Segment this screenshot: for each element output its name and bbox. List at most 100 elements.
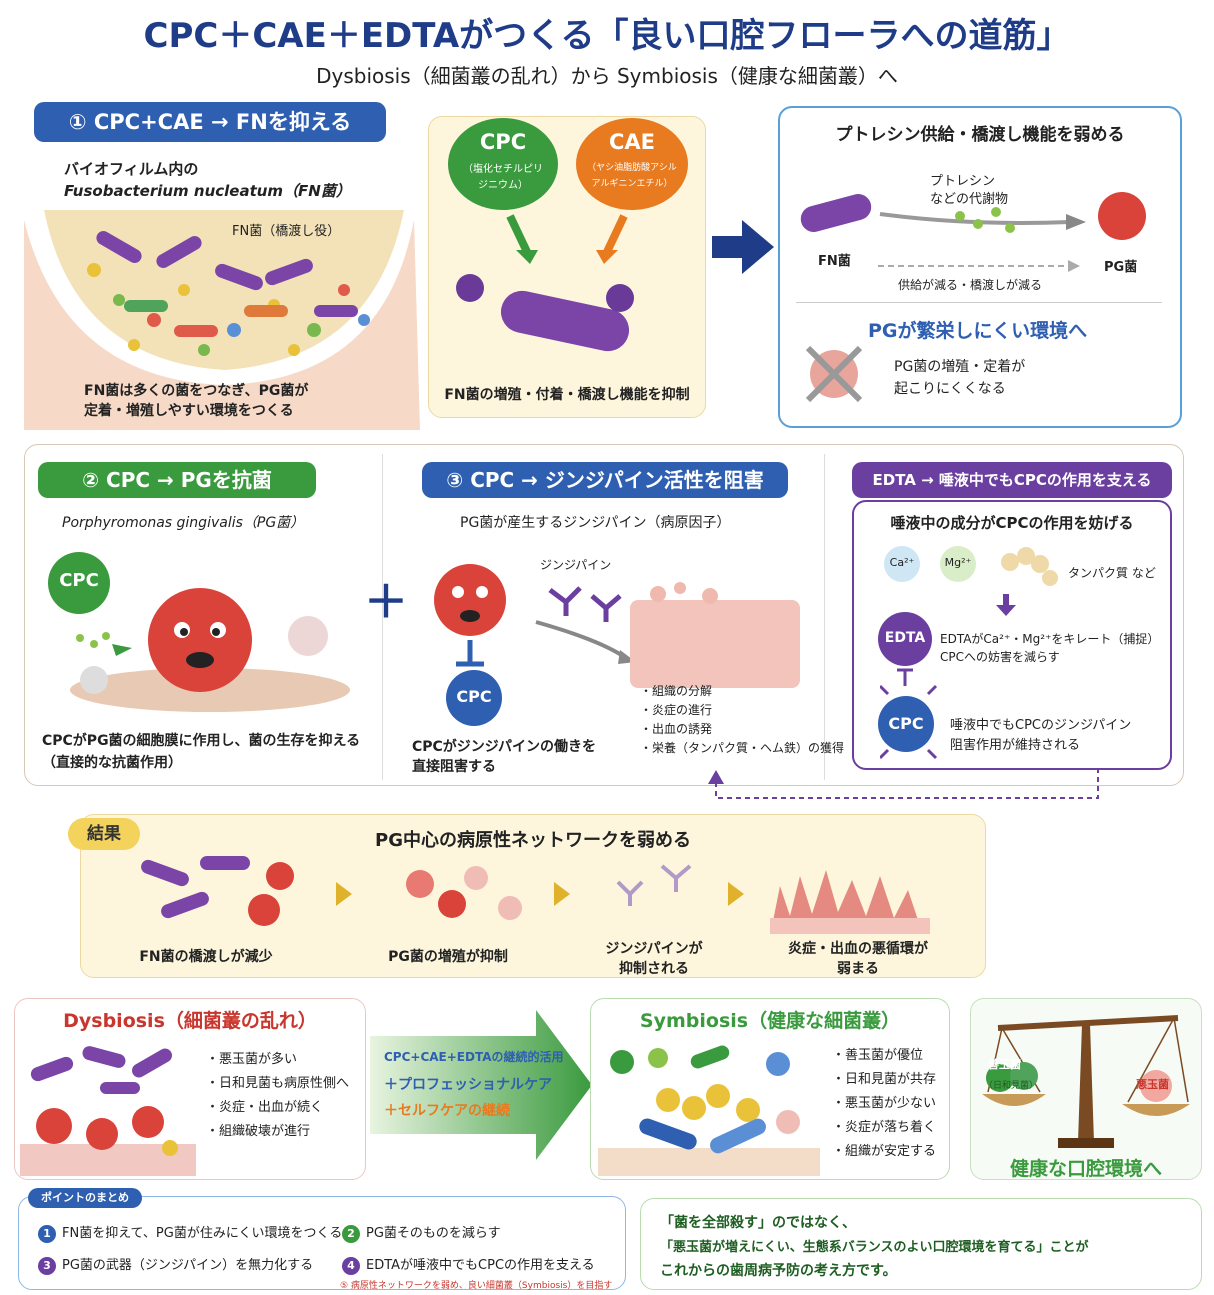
dysbiosis-item: ・組織破壊が進行 [206,1124,311,1139]
step1-caption-2: 定着・増殖しやすい環境をつくる [84,403,294,419]
edta-cpc-label: CPC [888,714,924,733]
edta-badge: EDTA → 唾液中でもCPCの作用を支える [852,462,1172,498]
result-step-4-line2: 弱まる [837,961,879,977]
pg-env-line-1: PG菌の増殖・定着が [894,359,1026,375]
cpc-circle [448,118,558,210]
arrow-text-2: ＋プロフェッショナルケア [384,1077,552,1093]
summary-point-2-text: PG菌そのものを減らす [366,1226,501,1241]
step3-effects-list: ・組織の分解 ・炎症の進行 ・出血の誘発 ・栄養（タンパク質・ヘム鉄）の獲得 [640,682,844,758]
closing-line-3: これからの歯周病予防の考え方です。 [660,1263,897,1279]
biofilm-illustration [24,210,420,430]
result-step-3-line1: ジンジパインが [605,941,703,957]
chelate-line-1: EDTAがCa²⁺・Mg²⁺をキレート（捕捉） [940,632,1160,646]
step3-cpc-label: CPC [456,687,492,706]
cpc-inhibit-connector [880,668,938,760]
step3-caption-2: 直接阻害する [412,759,496,775]
symbiosis-title: Symbiosis（健康な細菌叢） [639,1010,901,1032]
symbiosis-item: ・善玉菌が優位 [832,1048,924,1063]
protein-label: タンパク質 など [1068,566,1156,580]
dysbiosis-item: ・炎症・出血が続く [206,1100,324,1115]
closing-panel [640,1198,1202,1290]
step3-caption-1: CPCがジンジパインの働きを [412,739,596,755]
closing-line-1: 「菌を全部殺す」のではなく、 [660,1215,856,1231]
summary-point-1-text: FN菌を抑えて、PG菌が住みにくい環境をつくる [62,1226,343,1241]
summary-point-1: 1 FN菌を抑えて、PG菌が住みにくい環境をつくる [38,1222,342,1243]
edta-cpc-circle [878,696,934,752]
symbiosis-item: ・日和見菌が共存 [832,1072,937,1087]
summary-point-3: 3 PG菌の武器（ジンジパイン）を無力化する [38,1254,313,1275]
point-4-badge: 4 [342,1257,360,1275]
dysbiosis-title: Dysbiosis（細菌叢の乱れ） [63,1010,317,1032]
step2-cpc-circle [48,552,110,614]
plus-icon: ＋ [364,577,408,628]
balance-good-label: 善玉菌 [988,1058,1021,1071]
dysbiosis-item: ・日和見菌も病原性側へ [206,1076,350,1091]
suppression-illustration [456,214,634,352]
result-badge: 結果 [68,818,140,850]
balance-caption: 健康な口腔環境へ [1009,1158,1162,1180]
effect-item: ・組織の分解 [640,684,713,698]
middle-divider-2 [824,454,825,780]
putrescine-label-1: プトレシン [930,174,996,189]
result-step-3-line2: 抑制される [619,961,689,977]
panel-divider [796,302,1162,303]
cae-circle [576,118,688,210]
edta-circle-label: EDTA [884,630,926,646]
edta-circle [878,612,932,666]
suppress-caption: FN菌の増殖・付着・橋渡し機能を抑制 [444,387,690,403]
dysbiosis-list: ・悪玉菌が多い ・日和見菌も病原性側へ ・炎症・出血が続く ・組織破壊が進行 [206,1048,349,1144]
symbiosis-illustration [598,1045,820,1176]
step1-badge: ① CPC+CAE → FNを抑える [34,102,386,142]
maintain-line-2: 阻害作用が維持される [950,738,1081,753]
effect-item: ・栄養（タンパク質・ヘム鉄）の獲得 [640,741,845,755]
arrow-text-1: CPC+CAE+EDTAの継続的活用 [384,1050,564,1064]
summary-point-3-text: PG菌の武器（ジンジパイン）を無力化する [62,1258,314,1273]
step3-badge: ③ CPC → ジンジパイン活性を阻害 [422,462,788,498]
pg-species-label: Porphyromonas gingivalis（PG菌） [62,515,305,531]
middle-divider-1 [382,454,383,780]
point-1-badge: 1 [38,1225,56,1243]
result-step-4-line1: 炎症・出血の悪循環が [788,941,928,957]
fn-short-label: FN菌 [818,254,851,269]
dysbiosis-item: ・悪玉菌が多い [206,1052,298,1067]
mg-ion-label: Mg²⁺ [944,556,972,569]
cae-name: CAE [608,130,655,154]
cpc-desc-1: （塩化セチルピリ [463,164,543,175]
result-panel [80,814,986,978]
step2-caption-2: （直接的な抗菌作用） [42,755,182,771]
transition-arrow [370,1010,592,1160]
gingipain-label: ジンジパイン [540,558,612,572]
edta-feedback-arrow [708,768,1099,799]
balance-bad-label: 悪玉菌 [1136,1078,1169,1091]
cae-desc-1: （ヤシ油脂肪酸アシル [587,163,677,173]
symbiosis-item: ・悪玉菌が少ない [832,1096,937,1111]
page-title: CPC＋CAE＋EDTAがつくる「良い口腔フローラへの道筋」 [143,16,1071,56]
point-3-badge: 3 [38,1257,56,1275]
pg-env-title: PGが繁栄しにくい環境へ [868,320,1088,342]
chelate-line-2: CPCへの妨害を減らす [940,650,1060,664]
symbiosis-item: ・組織が安定する [832,1144,937,1159]
dysbiosis-illustration [20,1046,196,1176]
closing-line-2: 「悪玉菌が増えにくい、生態系バランスのよい口腔環境を育てる」ことが [660,1240,1089,1255]
step2-badge: ② CPC → PGを抗菌 [38,462,316,498]
summary-point-4: 4 EDTAが唾液中でもCPCの作用を支える [342,1254,595,1275]
right-arrow-icon [712,220,774,274]
putrescine-label-2: などの代謝物 [930,192,1009,207]
summary-point-4-text: EDTAが唾液中でもCPCの作用を支える [366,1258,595,1273]
result-title: PG中心の病原性ネットワークを弱める [375,830,691,851]
result-step-2-line1: PG菌の増殖が抑制 [388,949,508,965]
summary-point-5: ⑤ 病原性ネットワークを弱め、良い細菌叢（Symbiosis）を目指す [340,1281,613,1291]
fn-bridge-label: FN菌（橋渡し役） [232,224,341,239]
edta-title: 唾液中の成分がCPCの作用を妨げる [890,514,1134,532]
cae-desc-2: アルギニンエチル） [591,179,673,189]
result-flow-illustration [141,856,930,934]
ca-ion-icon [884,546,920,582]
step3-subtitle: PG菌が産生するジンジパイン（病原因子） [460,515,731,531]
pg-inhibited-icon [805,345,863,403]
protein-icon [1001,547,1058,586]
biofilm-label-2: Fusobacterium nucleatum（FN菌） [64,182,351,200]
effect-item: ・出血の誘発 [640,722,713,736]
supply-reduced-label: 供給が減る・橋渡しが減る [898,278,1043,292]
page-subtitle: Dysbiosis（細菌叢の乱れ）から Symbiosis（健康な細菌叢）へ [316,64,898,88]
